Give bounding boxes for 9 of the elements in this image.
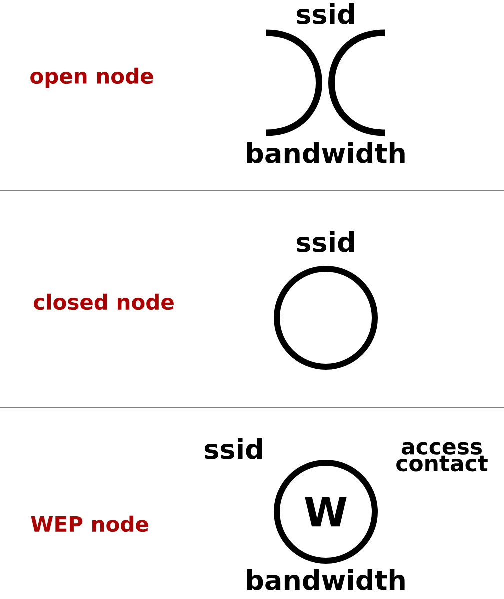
node-label: ssid [297, 4, 354, 24]
node-label: bandwidth [247, 142, 405, 164]
node-label: access contact [396, 442, 488, 472]
row-label: closed node [34, 294, 174, 310]
node-label: bandwidth [247, 570, 405, 590]
row-label: open node [30, 68, 154, 88]
node-label: ssid [297, 232, 354, 252]
node-label: ssid [205, 438, 262, 460]
row-label: WEP node [31, 516, 148, 532]
